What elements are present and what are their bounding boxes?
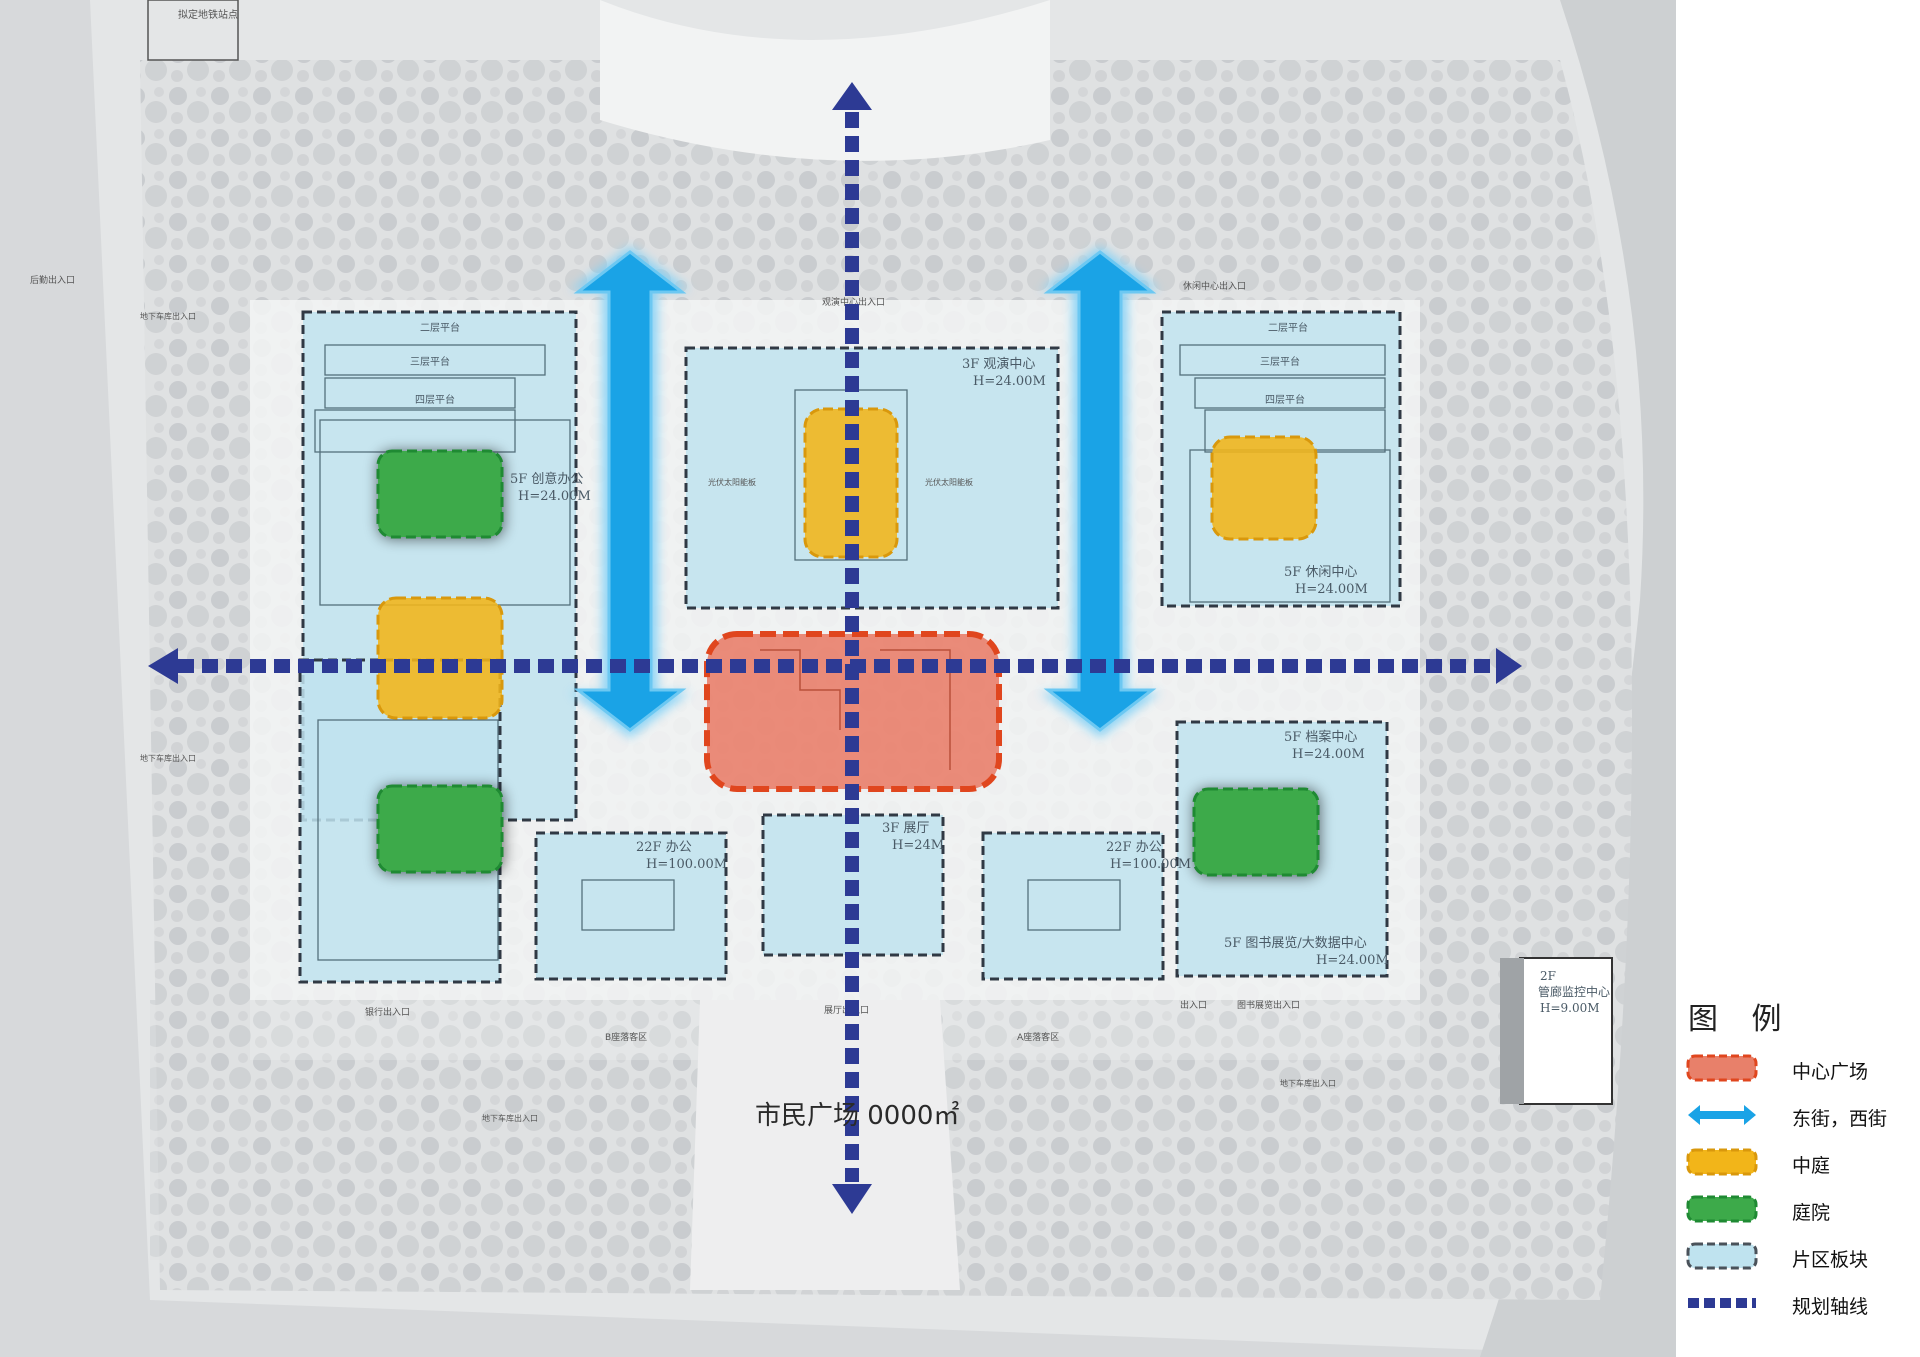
label-platform-left-4: 四层平台	[415, 393, 455, 406]
streets	[570, 246, 1160, 738]
label-solar-left: 光伏太阳能板	[708, 477, 756, 487]
legend-item-courtyard: 庭院	[1686, 1189, 1916, 1229]
label-platform-left-2: 二层平台	[420, 321, 460, 334]
courtyard-creative-upper	[376, 449, 504, 539]
legend-label-courtyard: 庭院	[1792, 1202, 1831, 1224]
label-exit: 出入口	[1180, 999, 1207, 1011]
label-platform-left-3: 三层平台	[410, 355, 450, 368]
axis-vertical-arrow-south	[832, 1184, 872, 1214]
axis-horizontal-arrow-west	[148, 648, 178, 684]
street-west-arrow	[573, 250, 687, 732]
civic-plaza-label: 市民广场 0000㎡	[755, 1101, 959, 1131]
block-office-b	[981, 831, 1165, 981]
label-leisure-center-height: H=24.00M	[1295, 582, 1368, 597]
courtyard-creative-lower	[376, 784, 504, 874]
label-platform-right-4: 四层平台	[1265, 393, 1305, 406]
label-solar-right: 光伏太阳能板	[925, 477, 973, 487]
legend-label-streets: 东街，西街	[1792, 1108, 1888, 1130]
legend-label-planning-axis: 规划轴线	[1792, 1296, 1869, 1318]
legend-swatch-streets	[1688, 1105, 1756, 1125]
label-underground-2: 地下车库出入口	[140, 753, 196, 763]
legend-item-streets: 东街，西街	[1686, 1095, 1916, 1135]
courtyards	[376, 449, 1320, 877]
label-monitoring-height: H=9.00M	[1540, 1001, 1600, 1015]
legend-swatch-courtyard	[1686, 1195, 1758, 1223]
site-plan: 拟定地铁站点 5F 创意办公 H=24.00M 3F 观演中心 H=24.00M…	[0, 0, 1676, 1357]
legend-item-central-plaza: 中心广场	[1686, 1048, 1916, 1088]
label-library-bigdata: 5F 图书展览/大数据中心	[1224, 935, 1367, 951]
label-zone-a: A座落客区	[1017, 1031, 1059, 1043]
label-office-a-height: H=100.00M	[646, 857, 727, 872]
label-left-entrance: 后勤出入口	[30, 274, 75, 286]
legend-title: 图 例	[1688, 1002, 1794, 1037]
label-platform-right-3: 三层平台	[1260, 355, 1300, 368]
river-edge	[1480, 0, 1676, 1357]
central-plaza-detail	[760, 649, 951, 770]
label-office-b: 22F 办公	[1106, 840, 1162, 855]
atrium-leisure	[1210, 435, 1318, 541]
water-feature	[600, 0, 1050, 161]
label-leisure-entrance: 休闲中心出入口	[1183, 280, 1246, 292]
label-monitoring-center: 管廊监控中心	[1538, 984, 1610, 999]
planning-axes	[148, 82, 1522, 1214]
legend: 图 例 中心广场 东街，西街 中庭 庭院 片区板块 规划轴线	[1676, 0, 1920, 1357]
label-library-bigdata-height: H=24.00M	[1316, 953, 1389, 968]
label-office-a: 22F 办公	[636, 840, 692, 855]
top-note: 拟定地铁站点	[178, 8, 238, 21]
label-platform-right-2: 二层平台	[1268, 321, 1308, 334]
label-creative-office-height: H=24.00M	[518, 489, 591, 504]
monitoring-center-building	[1519, 957, 1613, 1105]
block-labels: 5F 创意办公 H=24.00M 3F 观演中心 H=24.00M 5F 休闲中…	[410, 321, 1610, 1015]
label-underground-1: 地下车库出入口	[140, 311, 196, 321]
legend-label-central-plaza: 中心广场	[1792, 1061, 1869, 1083]
monitoring-center-stair	[1500, 958, 1524, 1104]
axis-horizontal-arrow-east	[1496, 648, 1522, 684]
label-library-entrance: 图书展览出入口	[1237, 999, 1300, 1011]
legend-swatch-central-plaza	[1686, 1054, 1758, 1082]
label-archives-center: 5F 档案中心	[1284, 730, 1357, 745]
label-underground-4: 地下车库出入口	[1280, 1078, 1336, 1088]
label-office-b-height: H=100.00M	[1110, 857, 1191, 872]
legend-swatch-planning-axis	[1688, 1298, 1756, 1308]
label-bank-entrance: 银行出入口	[365, 1006, 410, 1018]
street-east-arrow	[1043, 250, 1157, 732]
label-performance-center: 3F 观演中心	[962, 356, 1035, 372]
courtyard-library	[1192, 787, 1320, 877]
legend-swatch-atrium	[1686, 1148, 1758, 1176]
legend-swatch-zone-block	[1686, 1242, 1758, 1270]
label-performance-entrance: 观演中心出入口	[822, 296, 885, 308]
metro-station-box	[147, 0, 239, 61]
block-office-a	[534, 831, 728, 981]
label-exhibition-hall-height: H=24M	[892, 838, 944, 853]
label-exhibition-hall: 3F 展厅	[882, 821, 929, 836]
label-leisure-center: 5F 休闲中心	[1284, 565, 1357, 580]
legend-item-atrium: 中庭	[1686, 1142, 1916, 1182]
label-creative-office: 5F 创意办公	[510, 471, 583, 487]
legend-label-atrium: 中庭	[1792, 1155, 1831, 1177]
axis-vertical-arrow-north	[832, 82, 872, 110]
label-underground-3: 地下车库出入口	[482, 1113, 538, 1123]
label-performance-center-height: H=24.00M	[973, 374, 1046, 389]
label-zone-b: B座落客区	[605, 1031, 647, 1043]
legend-item-planning-axis: 规划轴线	[1686, 1283, 1916, 1323]
legend-item-zone-block: 片区板块	[1686, 1236, 1916, 1276]
plaza-paving	[690, 1000, 960, 1290]
label-archives-center-height: H=24.00M	[1292, 747, 1365, 762]
legend-label-zone-block: 片区板块	[1792, 1249, 1869, 1271]
label-monitoring-floor: 2F	[1540, 969, 1556, 983]
atrium-creative	[376, 596, 504, 720]
